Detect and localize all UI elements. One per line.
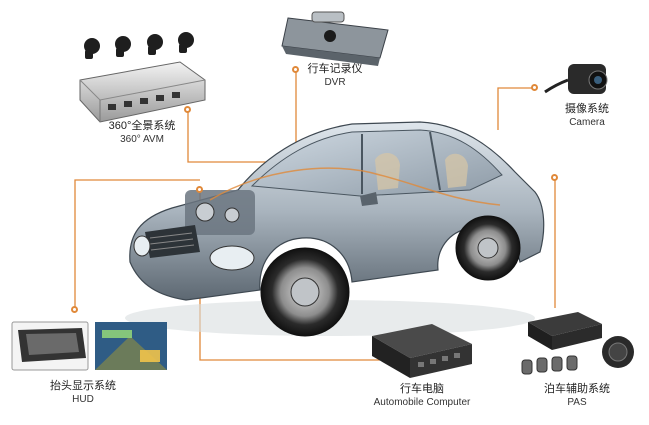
dot-dvr bbox=[292, 66, 299, 73]
label-camera: 摄像系统 Camera bbox=[552, 103, 622, 129]
pas-device-icon bbox=[521, 312, 634, 375]
label-camera-en: Camera bbox=[569, 117, 605, 128]
dot-hud bbox=[71, 306, 78, 313]
dvr-device-icon bbox=[281, 11, 389, 66]
label-dvr-zh: 行车记录仪 bbox=[307, 63, 363, 75]
camera-device-icon bbox=[544, 64, 608, 94]
avm-device-icon bbox=[79, 32, 206, 123]
label-pas: 泊车辅助系统 PAS bbox=[527, 383, 627, 409]
label-camera-zh: 摄像系统 bbox=[565, 103, 609, 115]
label-computer-en: Automobile Computer bbox=[373, 397, 471, 408]
dot-pas bbox=[551, 174, 558, 181]
label-dvr-en: DVR bbox=[324, 77, 346, 88]
label-hud-zh: 抬头显示系统 bbox=[50, 380, 116, 392]
dot-camera bbox=[531, 84, 538, 91]
label-avm-en: 360° AVM bbox=[120, 134, 164, 145]
car-illustration bbox=[125, 121, 545, 337]
label-avm: 360°全景系统 360° AVM bbox=[92, 120, 192, 146]
label-hud-en: HUD bbox=[72, 394, 94, 405]
label-avm-zh: 360°全景系统 bbox=[108, 120, 176, 132]
computer-device-icon bbox=[372, 324, 472, 378]
label-hud: 抬头显示系统 HUD bbox=[38, 380, 128, 406]
dot-computer bbox=[196, 186, 203, 193]
label-pas-zh: 泊车辅助系统 bbox=[544, 383, 610, 395]
dot-avm bbox=[184, 106, 191, 113]
hud-device-icon bbox=[11, 321, 167, 371]
label-computer-zh: 行车电脑 bbox=[400, 383, 444, 395]
label-dvr: 行车记录仪 DVR bbox=[300, 63, 370, 89]
label-computer: 行车电脑 Automobile Computer bbox=[362, 383, 482, 409]
label-pas-en: PAS bbox=[567, 397, 587, 408]
